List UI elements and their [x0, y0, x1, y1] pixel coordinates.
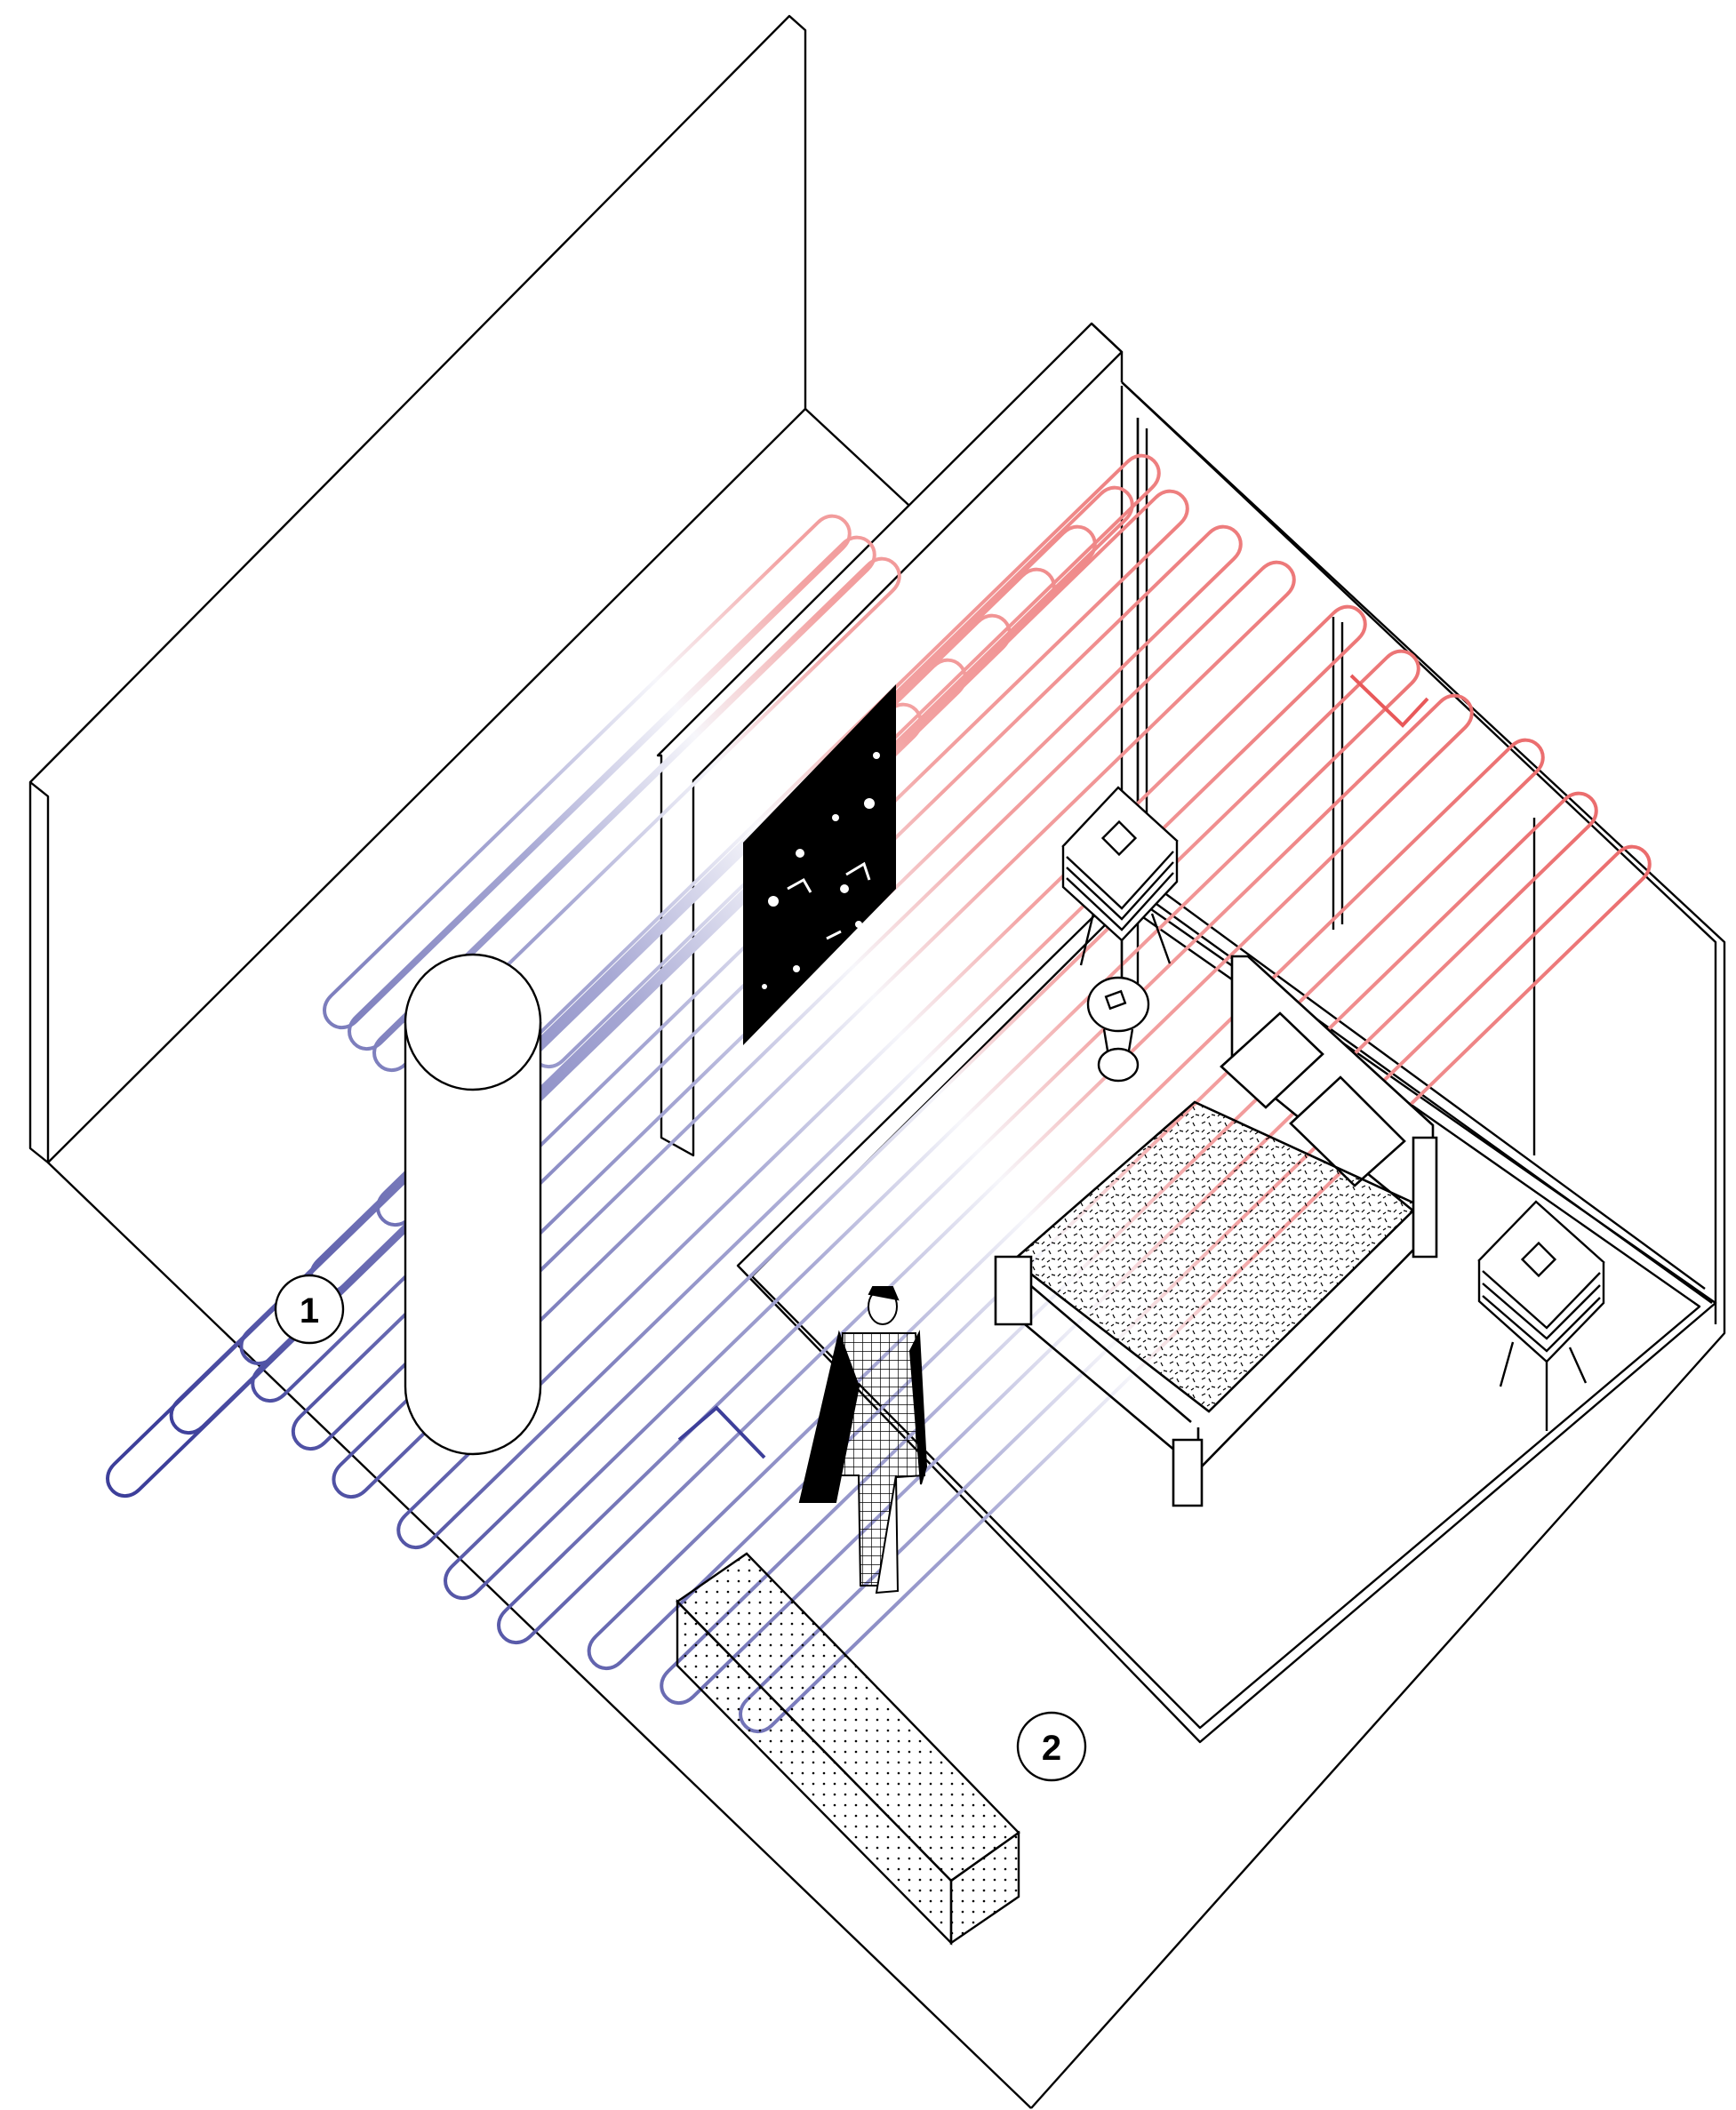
- human-figure: [800, 1287, 926, 1593]
- wall-artwork: [743, 684, 896, 1045]
- bench: [677, 1554, 1019, 1943]
- marker-1: 1: [276, 1275, 343, 1343]
- nightstand-lamp-right: [1479, 1202, 1604, 1431]
- round-side-table: [1088, 978, 1148, 1081]
- svg-text:1: 1: [300, 1291, 319, 1331]
- svg-text:2: 2: [1042, 1729, 1061, 1768]
- cylinder-column: [405, 955, 540, 1454]
- marker-2: 2: [1018, 1713, 1085, 1780]
